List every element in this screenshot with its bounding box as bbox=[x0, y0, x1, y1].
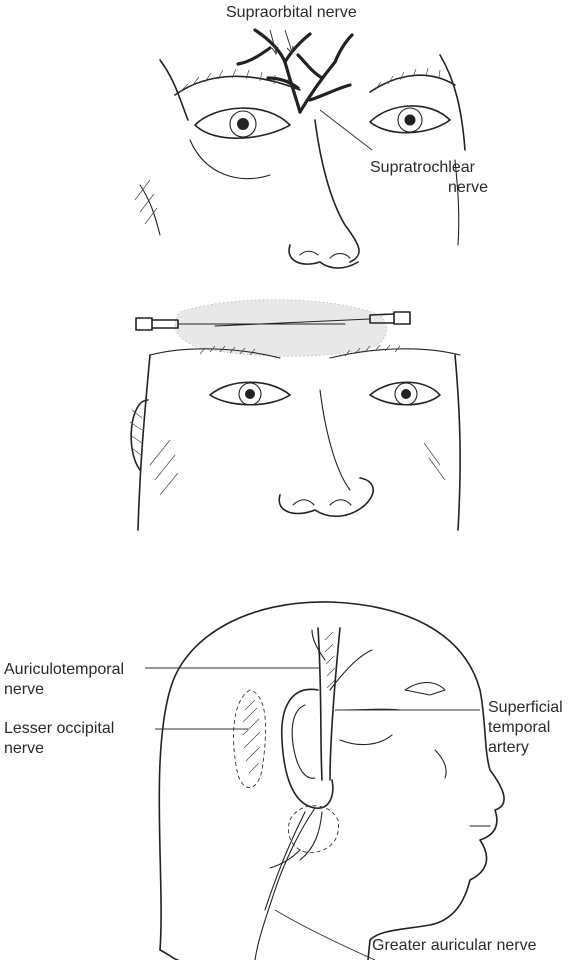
label-lesser-occipital-nerve-line1: Lesser occipital bbox=[4, 719, 114, 738]
label-greater-auricular-nerve: Greater auricular nerve bbox=[372, 936, 537, 955]
label-supratrochlear-nerve-line1: Supratrochlear bbox=[370, 158, 475, 177]
panel-head-profile bbox=[0, 580, 580, 960]
label-supratrochlear-nerve-line2: nerve bbox=[418, 178, 488, 197]
label-supraorbital-nerve: Supraorbital nerve bbox=[226, 3, 357, 22]
panel-needle-infiltration bbox=[0, 290, 580, 590]
label-superficial-temporal-artery-line2: temporal bbox=[488, 718, 550, 737]
label-lesser-occipital-nerve-line2: nerve bbox=[4, 739, 44, 758]
label-auriculotemporal-nerve-line2: nerve bbox=[4, 680, 44, 699]
label-superficial-temporal-artery-line3: artery bbox=[488, 738, 529, 757]
panel-supraorbital-face bbox=[0, 0, 580, 300]
label-superficial-temporal-artery-line1: Superficial bbox=[488, 698, 563, 717]
label-auriculotemporal-nerve-line1: Auriculotemporal bbox=[4, 660, 124, 679]
